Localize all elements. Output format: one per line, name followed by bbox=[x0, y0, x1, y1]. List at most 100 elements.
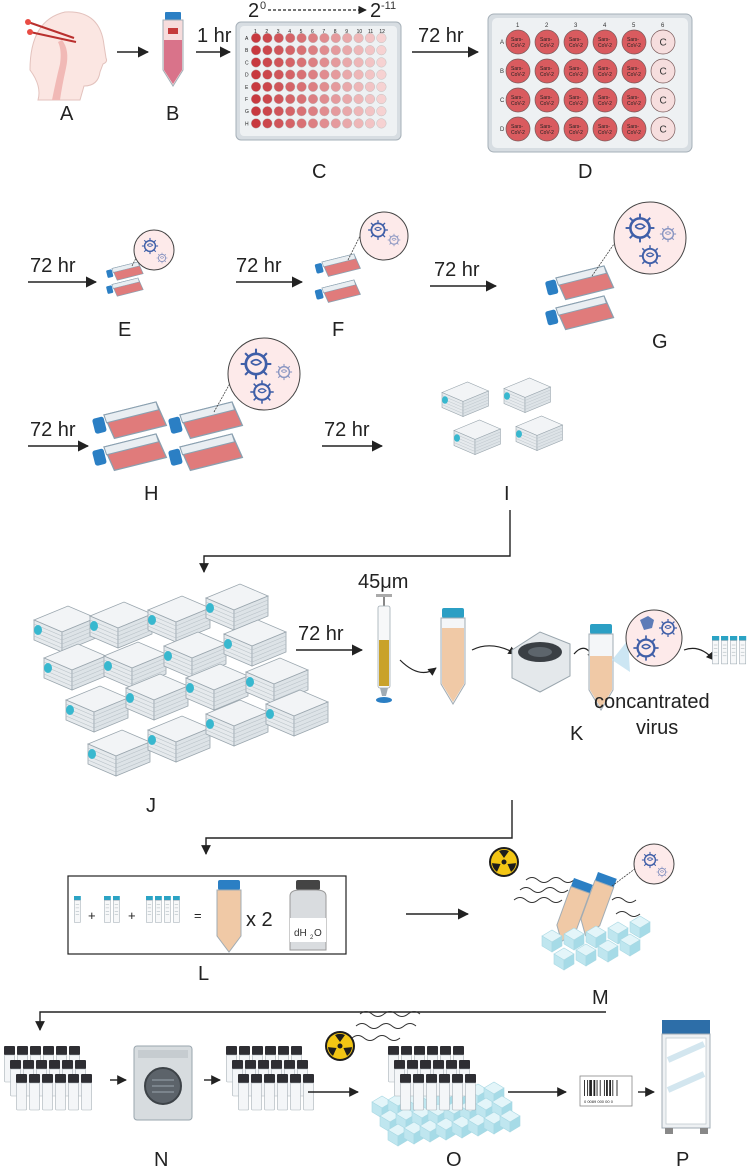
plate96-col-label: 11 bbox=[368, 29, 373, 35]
magnified-virus bbox=[612, 609, 683, 672]
plate96-well bbox=[273, 93, 284, 104]
syringe-filter bbox=[376, 594, 392, 703]
duration-72hr-h: 72 hr bbox=[30, 419, 76, 441]
connector-k-l bbox=[201, 800, 513, 855]
well-label-line2: CoV-2 bbox=[511, 43, 525, 49]
well-label-line2: CoV-2 bbox=[627, 101, 641, 107]
plate96-well bbox=[285, 118, 296, 129]
plate96-well bbox=[342, 93, 353, 104]
control-well bbox=[650, 87, 676, 113]
plate96-row-label: B bbox=[245, 48, 249, 54]
plate96-col-label: 5 bbox=[300, 29, 303, 35]
virus-well bbox=[592, 29, 618, 55]
centrifuge bbox=[511, 631, 571, 693]
virus-well bbox=[563, 116, 589, 142]
plate96-well bbox=[296, 106, 307, 117]
plate96-row-label: H bbox=[245, 121, 249, 127]
plate96-well bbox=[285, 57, 296, 68]
falcon-tube-1 bbox=[440, 608, 466, 705]
step-label-g: G bbox=[652, 331, 668, 353]
well-label-line2: CoV-2 bbox=[569, 43, 583, 49]
virus-well bbox=[505, 87, 531, 113]
vials-group-1 bbox=[3, 1045, 93, 1111]
plate96-well bbox=[262, 69, 273, 80]
plate96-well bbox=[376, 45, 387, 56]
plate96-well bbox=[330, 118, 341, 129]
plate96-well bbox=[319, 57, 330, 68]
plate96-well bbox=[262, 93, 273, 104]
barcode-bar bbox=[587, 1080, 589, 1096]
well-label-line1: Sars- bbox=[569, 95, 581, 101]
cell-stacks-j bbox=[33, 583, 329, 777]
connector-m-n bbox=[35, 1011, 606, 1031]
patient-swab-illustration bbox=[25, 11, 108, 101]
plate96-well bbox=[353, 69, 364, 80]
plate96-row-label: C bbox=[245, 60, 249, 66]
vial bbox=[263, 1073, 276, 1111]
duration-72hr-e: 72 hr bbox=[30, 255, 76, 277]
plate96-well bbox=[365, 106, 376, 117]
virus-well bbox=[505, 116, 531, 142]
barcode-text: 0 0089 000 00 0 bbox=[584, 1099, 614, 1104]
plate96-well bbox=[296, 93, 307, 104]
irradiation-m bbox=[489, 843, 675, 971]
well-label-line2: CoV-2 bbox=[540, 72, 554, 78]
well-label-line2: CoV-2 bbox=[598, 72, 612, 78]
well-label-line2: CoV-2 bbox=[569, 130, 583, 136]
well-label-line1: Sars- bbox=[569, 37, 581, 43]
plate96-well bbox=[319, 45, 330, 56]
well-label-line1: Sars- bbox=[511, 37, 523, 43]
plate96-well bbox=[376, 93, 387, 104]
plate96-well bbox=[273, 118, 284, 129]
well-label-line2: CoV-2 bbox=[540, 101, 554, 107]
plate96-well bbox=[342, 118, 353, 129]
virus-well bbox=[621, 87, 647, 113]
plate96-well bbox=[296, 69, 307, 80]
well-label-line2: CoV-2 bbox=[627, 72, 641, 78]
water-label-sub: 2 bbox=[310, 935, 314, 941]
dilution-end-base: 2 bbox=[370, 0, 381, 22]
flasks-e bbox=[105, 229, 175, 297]
barcode-bar bbox=[593, 1080, 596, 1096]
well-label-line1: Sars- bbox=[511, 124, 523, 130]
barcode-bar bbox=[603, 1080, 605, 1096]
duration-1hr: 1 hr bbox=[197, 25, 232, 47]
well-label-line2: CoV-2 bbox=[540, 43, 554, 49]
well-label-line1: Sars- bbox=[569, 124, 581, 130]
sample-tube bbox=[162, 12, 184, 87]
well-label-line2: CoV-2 bbox=[569, 72, 583, 78]
plate96-well bbox=[342, 57, 353, 68]
barcode-bar bbox=[616, 1080, 618, 1096]
well-label-line2: CoV-2 bbox=[569, 101, 583, 107]
plate96-well bbox=[330, 57, 341, 68]
plus-2: + bbox=[128, 908, 136, 923]
plate96-well bbox=[353, 93, 364, 104]
plate96-well bbox=[250, 81, 261, 92]
plate96-well bbox=[285, 93, 296, 104]
barcode-label: 0 0089 000 00 0 bbox=[579, 1075, 633, 1107]
plate96-col-label: 12 bbox=[379, 29, 385, 35]
plate96-col-label: 1 bbox=[254, 29, 257, 35]
virus-well bbox=[534, 58, 560, 84]
plate96-well bbox=[250, 118, 261, 129]
plate96-well bbox=[296, 45, 307, 56]
step-label-m: M bbox=[592, 987, 609, 1009]
plate24-col-label: 4 bbox=[603, 23, 607, 29]
well-label-line1: Sars- bbox=[540, 95, 552, 101]
concentrated-label-2: virus bbox=[636, 717, 678, 739]
plate96-row-label: G bbox=[245, 109, 249, 115]
plate96-well bbox=[296, 81, 307, 92]
vial bbox=[464, 1073, 477, 1111]
plate96-well bbox=[365, 57, 376, 68]
control-well-label: C bbox=[660, 125, 667, 136]
well-label-line1: Sars- bbox=[511, 66, 523, 72]
plate24-row-label: A bbox=[500, 40, 504, 46]
water-label-dh: dH bbox=[294, 928, 307, 939]
plate24-row-label: C bbox=[500, 98, 505, 104]
plate96-well bbox=[330, 69, 341, 80]
barcode-bar bbox=[584, 1080, 585, 1096]
arrow-to-cryotubes bbox=[683, 647, 715, 661]
dilution-end-exponent: -11 bbox=[381, 0, 396, 12]
